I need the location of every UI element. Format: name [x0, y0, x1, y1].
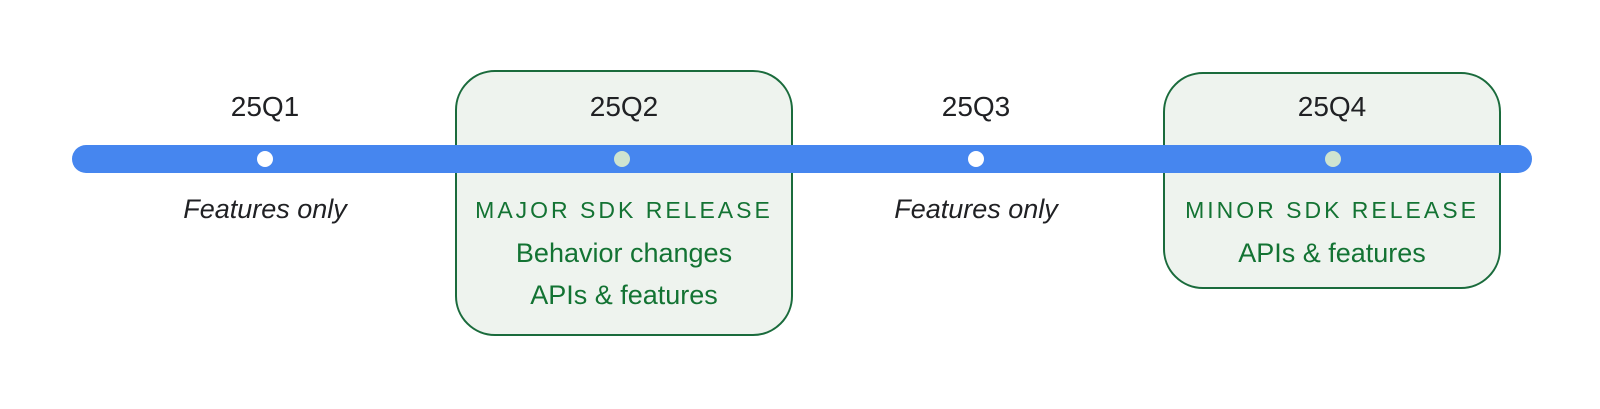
note-25q3: Features only [894, 194, 1058, 224]
quarter-label-25q4: 25Q4 [1297, 91, 1367, 122]
release-detail-25q4-apis-features: APIs & features [1238, 238, 1426, 268]
release-detail-25q2-apis-features: APIs & features [530, 280, 718, 310]
release-heading-25q2: MAJOR SDK RELEASE [475, 197, 773, 223]
release-box-25q2 [455, 70, 793, 336]
milestone-dot-25q2 [614, 151, 630, 167]
quarter-label-25q2: 25Q2 [589, 91, 659, 122]
release-box-25q4 [1163, 72, 1501, 289]
milestone-dot-25q4 [1325, 151, 1341, 167]
quarter-label-25q3: 25Q3 [941, 91, 1011, 122]
note-25q1: Features only [183, 194, 347, 224]
release-detail-25q2-behavior-changes: Behavior changes [515, 238, 733, 268]
milestone-dot-25q3 [968, 151, 984, 167]
timeline-bar [72, 145, 1532, 173]
quarter-label-25q1: 25Q1 [230, 91, 300, 122]
release-heading-25q4: MINOR SDK RELEASE [1185, 197, 1479, 223]
milestone-dot-25q1 [257, 151, 273, 167]
